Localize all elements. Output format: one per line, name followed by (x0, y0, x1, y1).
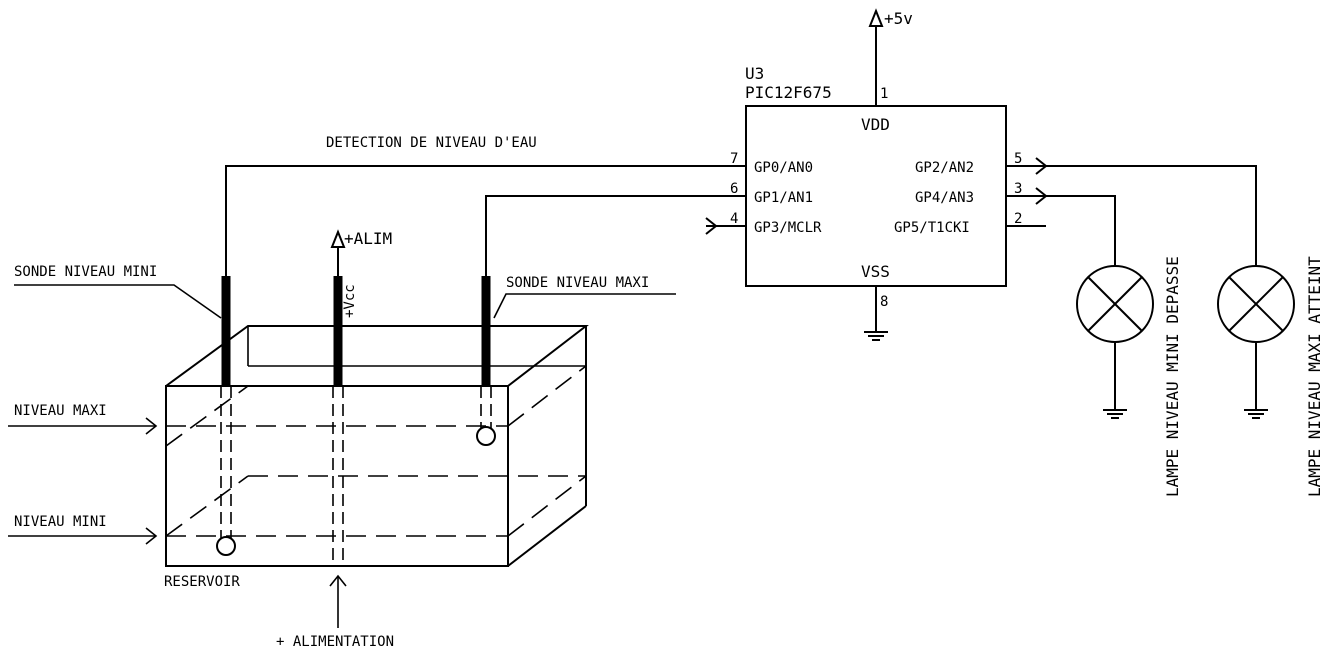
lamp-mini-label: LAMPE NIVEAU MINI DEPASSE (1163, 256, 1182, 497)
supply-marker: + ALIMENTATION (276, 574, 394, 650)
probe-mini-label: SONDE NIVEAU MINI (14, 264, 157, 280)
arrow-right-icon (145, 417, 158, 435)
diagram-title: DETECTION DE NIVEAU D'EAU (326, 135, 537, 151)
pin-gp3-label: GP3/MCLR (754, 220, 822, 236)
ground-icon (864, 331, 888, 341)
chip-vss-label: VSS (861, 262, 890, 281)
pin-gp4-number: 3 (1014, 181, 1022, 197)
pin-gp5-number: 2 (1014, 211, 1022, 227)
pin-gp5-label: GP5/T1CKI (894, 220, 970, 236)
lamp-maxi: LAMPE NIVEAU MAXI ATTEINT (1217, 256, 1324, 497)
pin-gp1-number: 6 (730, 181, 738, 197)
reservoir-label: RESERVOIR (164, 574, 240, 590)
probe-maxi: SONDE NIVEAU MAXI (476, 275, 676, 446)
arrow-up-icon (329, 574, 347, 587)
input-arrow-icon (705, 217, 718, 235)
pin-gp0-label: GP0/AN0 (754, 160, 813, 176)
reservoir-front (165, 385, 509, 567)
probe-vcc: +ALIM +Vcc (330, 229, 392, 560)
level-min-label: NIVEAU MINI (14, 514, 107, 530)
level-max-label: NIVEAU MAXI (14, 403, 107, 419)
supply-arrow-icon (868, 8, 884, 27)
pic-chip: U3 PIC12F675 VDD VSS +5v 1 8 GP0/AN0 GP1… (705, 8, 1048, 341)
lamp-mini: LAMPE NIVEAU MINI DEPASSE (1076, 256, 1182, 497)
chip-vdd-label: VDD (861, 115, 890, 134)
level-min-marker: NIVEAU MINI (8, 514, 158, 545)
pin-gp3-number: 4 (730, 211, 738, 227)
ground-icon (1244, 409, 1268, 419)
pin-gp2-number: 5 (1014, 151, 1022, 167)
supply-5v-label: +5v (884, 9, 913, 28)
pin-gp0-number: 7 (730, 151, 738, 167)
wires: DETECTION DE NIVEAU D'EAU (225, 135, 1257, 278)
probe-tip-icon (216, 536, 236, 556)
alim-label: +ALIM (344, 229, 392, 248)
ground-icon (1103, 409, 1127, 419)
chip-part: PIC12F675 (745, 83, 832, 102)
vcc-label: +Vcc (342, 284, 358, 318)
arrow-right-icon (145, 527, 158, 545)
pin-gp2-label: GP2/AN2 (915, 160, 974, 176)
level-max-marker: NIVEAU MAXI (8, 403, 158, 435)
lamp-maxi-label: LAMPE NIVEAU MAXI ATTEINT (1305, 256, 1324, 497)
chip-ref: U3 (745, 64, 764, 83)
pin-vdd-number: 1 (880, 86, 888, 102)
pin-vss-number: 8 (880, 294, 888, 310)
pin-gp4-label: GP4/AN3 (915, 190, 974, 206)
supply-label: + ALIMENTATION (276, 634, 394, 650)
probe-tip-icon (476, 426, 496, 446)
probe-maxi-label: SONDE NIVEAU MAXI (506, 275, 649, 291)
supply-arrow-icon (330, 229, 346, 248)
pin-gp1-label: GP1/AN1 (754, 190, 813, 206)
probe-mini: SONDE NIVEAU MINI (14, 264, 236, 556)
